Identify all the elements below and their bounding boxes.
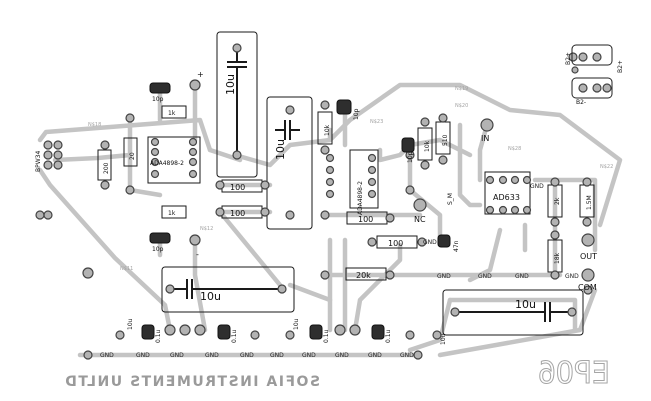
c-47n-label: 47n: [453, 240, 460, 252]
u3-label: AD633: [493, 193, 520, 202]
c-10u-a-label: 10u: [224, 74, 237, 95]
net-label: N$20: [455, 103, 468, 109]
u2-outline: [349, 149, 379, 209]
gnd-label: GND: [100, 352, 114, 359]
net-label: N$19: [455, 86, 468, 92]
net-label: N$18: [88, 122, 101, 128]
connector-labels: BPW34 NC IN OUT COM S_M B2+ B2+ B2-: [35, 52, 624, 292]
plus-sign: +: [197, 70, 204, 79]
cap-10u-outline-b: [266, 96, 313, 230]
gnd-label: GND: [240, 352, 254, 359]
in-label: IN: [481, 134, 489, 143]
r-100-b-label: 100: [230, 209, 245, 218]
com-label: COM: [578, 283, 597, 292]
gnd-label: GND: [170, 352, 184, 359]
r-100-a-label: 100: [230, 183, 245, 192]
component-labels: ADA4898-2 ADA4898-2 AD633 200 20 1k 1k 1…: [103, 70, 593, 311]
gnd-label: GND: [515, 273, 529, 280]
cap-10u-outline-c: [161, 266, 295, 313]
gnd-label: GND: [302, 352, 316, 359]
r-1p5m-label: 1.5M: [586, 195, 593, 210]
footer-text: SOFIA INSTRUMENTS UNLTD: [64, 374, 320, 390]
c-10p-d-label: 10p: [407, 151, 414, 163]
small-caps: [141, 44, 613, 340]
bottom-cap-label: 0.1u: [323, 329, 330, 343]
gnd-labels: GND GND GND GND GND GND GND GND GND GND …: [100, 183, 579, 359]
gnd-label: GND: [368, 352, 382, 359]
bottom-cap-label: 10u: [127, 318, 134, 330]
resistor-100-d: [376, 235, 418, 249]
minus-sign: -: [196, 250, 199, 259]
r-10k-b-label: 10k: [424, 140, 431, 152]
b2-minus-label: B2-: [576, 99, 586, 106]
bottom-cap-labels: 10u 0.1u 0.1u 10u 0.1u 10u 0.1u: [127, 318, 447, 345]
r-100-c-label: 100: [358, 215, 373, 224]
u3-outline: [484, 171, 531, 215]
net-labels: N$18 N$19 N$20 N$22 N$23 N$28 N$11 N$12: [88, 86, 613, 272]
r-10k-a-label: 10k: [324, 124, 331, 136]
pads: [35, 43, 612, 360]
r-510-label: 510: [442, 134, 449, 146]
c-10u-c-label: 10u: [200, 290, 221, 303]
resistor-1k-top: [161, 105, 187, 119]
c-10p-b-label: 10p: [152, 246, 164, 253]
gnd-label: GND: [478, 273, 492, 280]
bottom-cap-label: 0.1u: [385, 329, 392, 343]
cap-10u-outline-a: [216, 31, 258, 178]
r-20-label: 20: [129, 152, 136, 160]
gnd-label: GND: [335, 352, 349, 359]
r-1k-top-label: 1k: [168, 110, 176, 117]
nc-label: NC: [414, 215, 426, 224]
resistor-10k-b: [417, 127, 433, 161]
u1-label: ADA4898-2: [150, 160, 184, 167]
c-10p-c-label: 10p: [353, 108, 360, 120]
resistor-20: [123, 137, 138, 167]
resistor-200: [97, 149, 112, 181]
net-label: N$23: [370, 119, 383, 125]
c-10u-b-label: 10u: [274, 139, 287, 160]
r-20k-label: 20k: [356, 271, 371, 280]
bottom-cap-label: 10u: [293, 318, 300, 330]
c-10u-d-label: 10u: [515, 298, 536, 311]
gnd-label: GND: [437, 273, 451, 280]
c-10p-a-label: 10p: [152, 96, 164, 103]
r-2k-label: 2k: [554, 197, 561, 205]
out-label: OUT: [580, 252, 597, 261]
gnd-label: GND: [270, 352, 284, 359]
sm-label: S_M: [447, 193, 454, 205]
gnd-label: GND: [205, 352, 219, 359]
gnd-label: GND: [423, 239, 437, 246]
b2-plus-a-label: B2+: [565, 52, 572, 65]
b2-plus-b-label: B2+: [617, 60, 624, 73]
net-label: N$28: [508, 146, 521, 152]
gnd-label: GND: [136, 352, 150, 359]
gnd-label: GND: [565, 273, 579, 280]
bottom-cap-label: 0.1u: [155, 329, 162, 343]
net-label: N$11: [120, 266, 133, 272]
bpw34-label: BPW34: [35, 151, 42, 172]
u2-label: ADA4898-2: [357, 181, 364, 215]
cap-symbols: [170, 48, 570, 322]
gnd-label: GND: [530, 183, 544, 190]
resistor-10k-a: [317, 111, 333, 145]
net-label: N$22: [600, 164, 613, 170]
r-100-d-label: 100: [388, 239, 403, 248]
bottom-cap-label: 0.1u: [231, 329, 238, 343]
u1-outline: [147, 136, 201, 184]
board-id: EPO6: [538, 356, 610, 391]
gnd-label: GND: [400, 352, 414, 359]
cap-10u-outline-d: [442, 289, 584, 336]
net-label: N$12: [200, 226, 213, 232]
r-1k-bot-label: 1k: [168, 210, 176, 217]
r-200-label: 200: [103, 162, 110, 174]
resistor-1k-bot: [161, 205, 187, 219]
r-18k-label: 18k: [554, 252, 561, 264]
bottom-cap-label: 10u: [440, 333, 447, 345]
